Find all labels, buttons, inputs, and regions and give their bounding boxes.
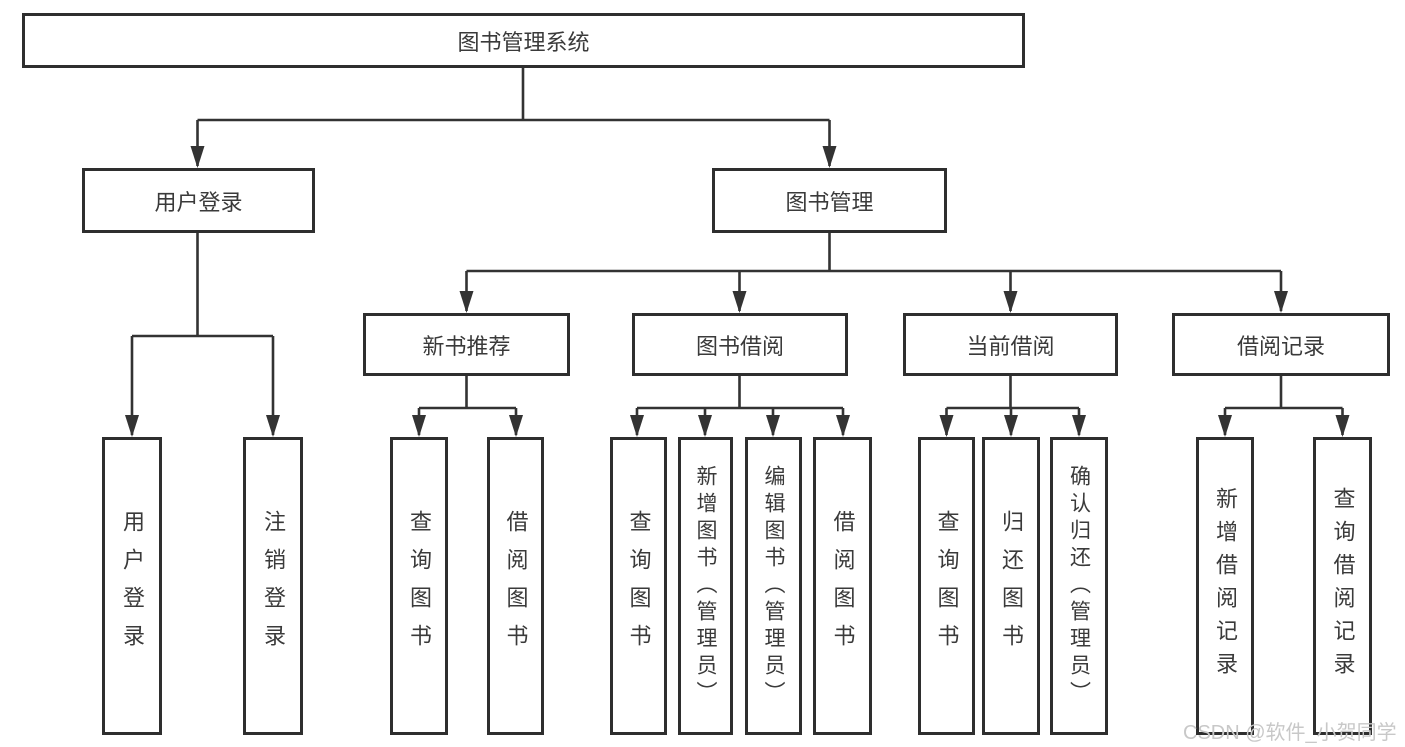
node-label: 新增图书（管理员） [694,464,717,708]
watermark: CSDN @软件_小贺同学 [1183,722,1397,744]
node-leaf-query-books-2: 查询图书 [610,437,667,735]
connector-current-borrow-children [939,376,1086,437]
node-label: 借阅记录 [1236,333,1325,359]
node-borrow-record: 借阅记录 [1172,313,1390,376]
node-leaf-borrow-books-1: 借阅图书 [487,437,544,735]
node-user-login: 用户登录 [82,168,315,233]
node-label: 查询图书 [407,510,432,662]
node-label: 借阅图书 [830,510,856,662]
node-leaf-query-books-1: 查询图书 [390,437,448,735]
node-label: 查询图书 [626,510,652,662]
node-leaf-add-books-admin: 新增图书（管理员） [678,437,733,735]
node-leaf-return-books: 归还图书 [982,437,1040,735]
node-leaf-user-login: 用户登录 [102,437,162,735]
node-new-book-recommend: 新书推荐 [363,313,570,376]
node-label: 图书借阅 [695,333,784,359]
node-library-management-system: 图书管理系统 [22,13,1025,68]
node-label: 编辑图书（管理员） [762,464,785,708]
node-label: 新增借阅记录 [1213,487,1238,685]
node-leaf-add-borrow-record: 新增借阅记录 [1196,437,1254,735]
node-label: 查询借阅记录 [1330,487,1356,685]
node-label: 新书推荐 [422,333,511,359]
node-label: 用户登录 [120,510,145,662]
node-label: 借阅图书 [503,510,529,662]
node-label: 图书管理 [785,189,874,215]
node-label: 确认归还（管理员） [1067,464,1091,708]
node-label: 用户登录 [154,189,243,215]
node-leaf-query-books-3: 查询图书 [918,437,975,735]
connector-book-borrow-children [630,376,850,437]
connector-user-login-children [125,233,280,437]
node-leaf-logout: 注销登录 [243,437,303,735]
node-leaf-confirm-return-admin: 确认归还（管理员） [1050,437,1108,735]
connector-root-to-level2 [190,68,837,168]
node-label: 当前借阅 [966,333,1055,359]
node-leaf-edit-books-admin: 编辑图书（管理员） [745,437,802,735]
node-label: 图书管理系统 [457,29,590,55]
connector-new-book-children [412,376,523,437]
node-label: 注销登录 [261,510,286,662]
node-book-borrow: 图书借阅 [632,313,848,376]
node-label: 查询图书 [934,510,960,662]
connector-borrow-record-children [1218,376,1350,437]
node-current-borrow: 当前借阅 [903,313,1118,376]
node-book-management: 图书管理 [712,168,947,233]
node-label: 归还图书 [999,510,1024,662]
connector-book-management-children [459,233,1288,313]
node-leaf-query-borrow-record: 查询借阅记录 [1313,437,1372,735]
node-leaf-borrow-books-2: 借阅图书 [813,437,872,735]
